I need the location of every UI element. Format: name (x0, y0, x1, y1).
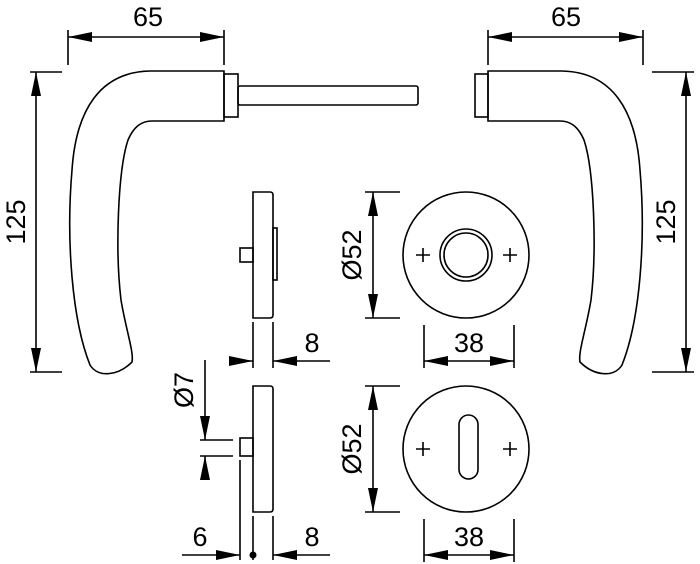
right-handle-width-label: 65 (551, 2, 581, 32)
escutcheon-thickness-label: 8 (304, 522, 319, 552)
escutcheon-front-view (365, 385, 530, 562)
pin-diameter-label: Ø7 (169, 372, 199, 408)
right-handle-width-dimension (487, 30, 644, 65)
escutcheon-diameter-label: Ø52 (337, 423, 367, 474)
right-handle-height-dimension (652, 71, 694, 373)
right-handle-height-label: 125 (651, 199, 681, 244)
rose-side-view (229, 191, 330, 368)
escutcheon-side-view (182, 360, 330, 560)
left-handle-height-dimension (30, 71, 62, 373)
left-handle (68, 70, 419, 375)
rose-thickness-label: 8 (304, 328, 319, 358)
left-handle-height-label: 125 (1, 199, 31, 244)
escutcheon-width-label: 38 (454, 522, 484, 552)
screw-hole-icons (416, 442, 517, 456)
left-handle-width-dimension (67, 30, 225, 65)
left-handle-width-label: 65 (133, 2, 163, 32)
pin-length-label: 6 (192, 522, 207, 552)
screw-hole-icons (416, 248, 517, 262)
rose-width-label: 38 (454, 328, 484, 358)
rose-diameter-label: Ø52 (337, 229, 367, 280)
rose-front-view (365, 191, 530, 368)
right-handle (474, 70, 644, 375)
keyhole-icon (458, 414, 479, 480)
